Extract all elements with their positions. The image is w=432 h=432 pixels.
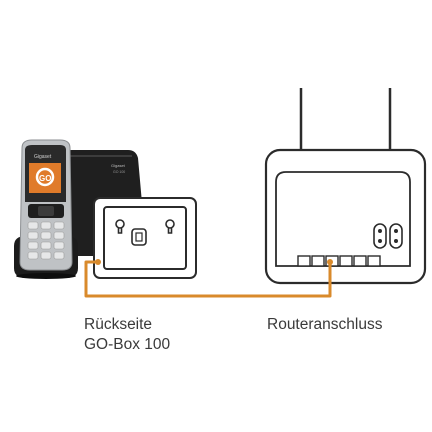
router-connector bbox=[327, 259, 333, 265]
phone-brand-text: Gigaset bbox=[34, 154, 52, 160]
base-model-text: GO 100 bbox=[113, 170, 125, 174]
screen-symbol-text: GO bbox=[39, 174, 51, 183]
router-icon bbox=[264, 88, 427, 285]
back-side-label: Rückseite GO-Box 100 bbox=[84, 315, 170, 355]
connection-cable bbox=[84, 260, 332, 298]
base-brand-text: Gigaset bbox=[111, 163, 126, 168]
back-side-line-2: GO-Box 100 bbox=[84, 336, 171, 353]
router-port-label: Routeranschluss bbox=[267, 316, 383, 333]
phone-handset-icon: Gigaset GO bbox=[19, 139, 73, 271]
base-connector bbox=[95, 259, 101, 265]
back-side-line-1: Rückseite bbox=[84, 316, 153, 333]
router-side-connectors bbox=[373, 223, 403, 249]
wall-plate-icon bbox=[93, 197, 197, 279]
